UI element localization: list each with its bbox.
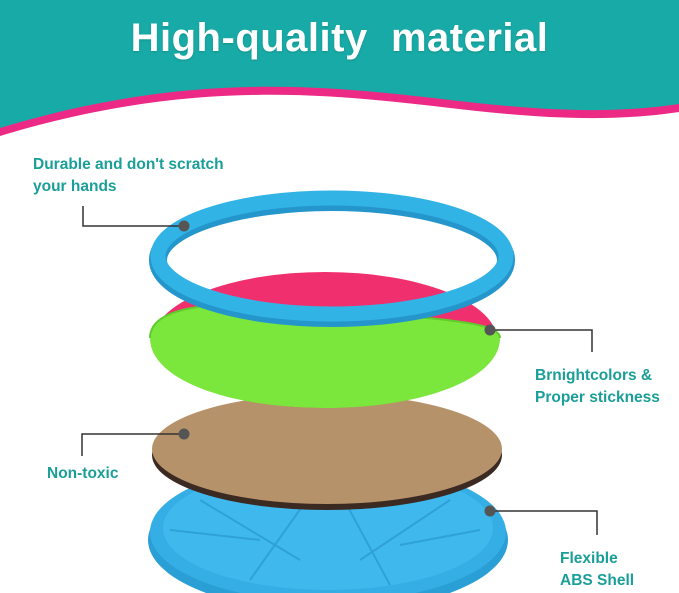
page-title: High-quality material	[130, 16, 549, 60]
callout-bright-line2: Proper stickness	[535, 389, 660, 406]
callout-line-durable	[82, 206, 190, 232]
callout-durable-line1: Durable and don't scratch	[33, 156, 224, 173]
callout-line-bright	[484, 324, 593, 352]
header-banner	[0, 0, 679, 136]
callout-nontoxic-line1: Non-toxic	[47, 465, 119, 482]
callout-shell-line2: ABS Shell	[560, 572, 635, 589]
callout-line-nontoxic	[81, 428, 190, 456]
blue-ring	[149, 190, 515, 327]
board-disc	[152, 394, 502, 510]
callout-line-shell	[484, 505, 598, 535]
callout-shell-line1: Flexible	[560, 550, 618, 567]
banner-teal-wave	[0, 0, 679, 128]
callout-durable: Durable and don't scratch your hands	[33, 154, 224, 198]
callout-shell: Flexible ABS Shell	[560, 548, 634, 592]
callout-nontoxic: Non-toxic	[47, 463, 118, 485]
callout-durable-line2: your hands	[33, 178, 117, 195]
callout-bright-line1: Brnightcolors &	[535, 367, 653, 384]
callout-bright: Brnightcolors & Proper stickness	[535, 365, 660, 409]
